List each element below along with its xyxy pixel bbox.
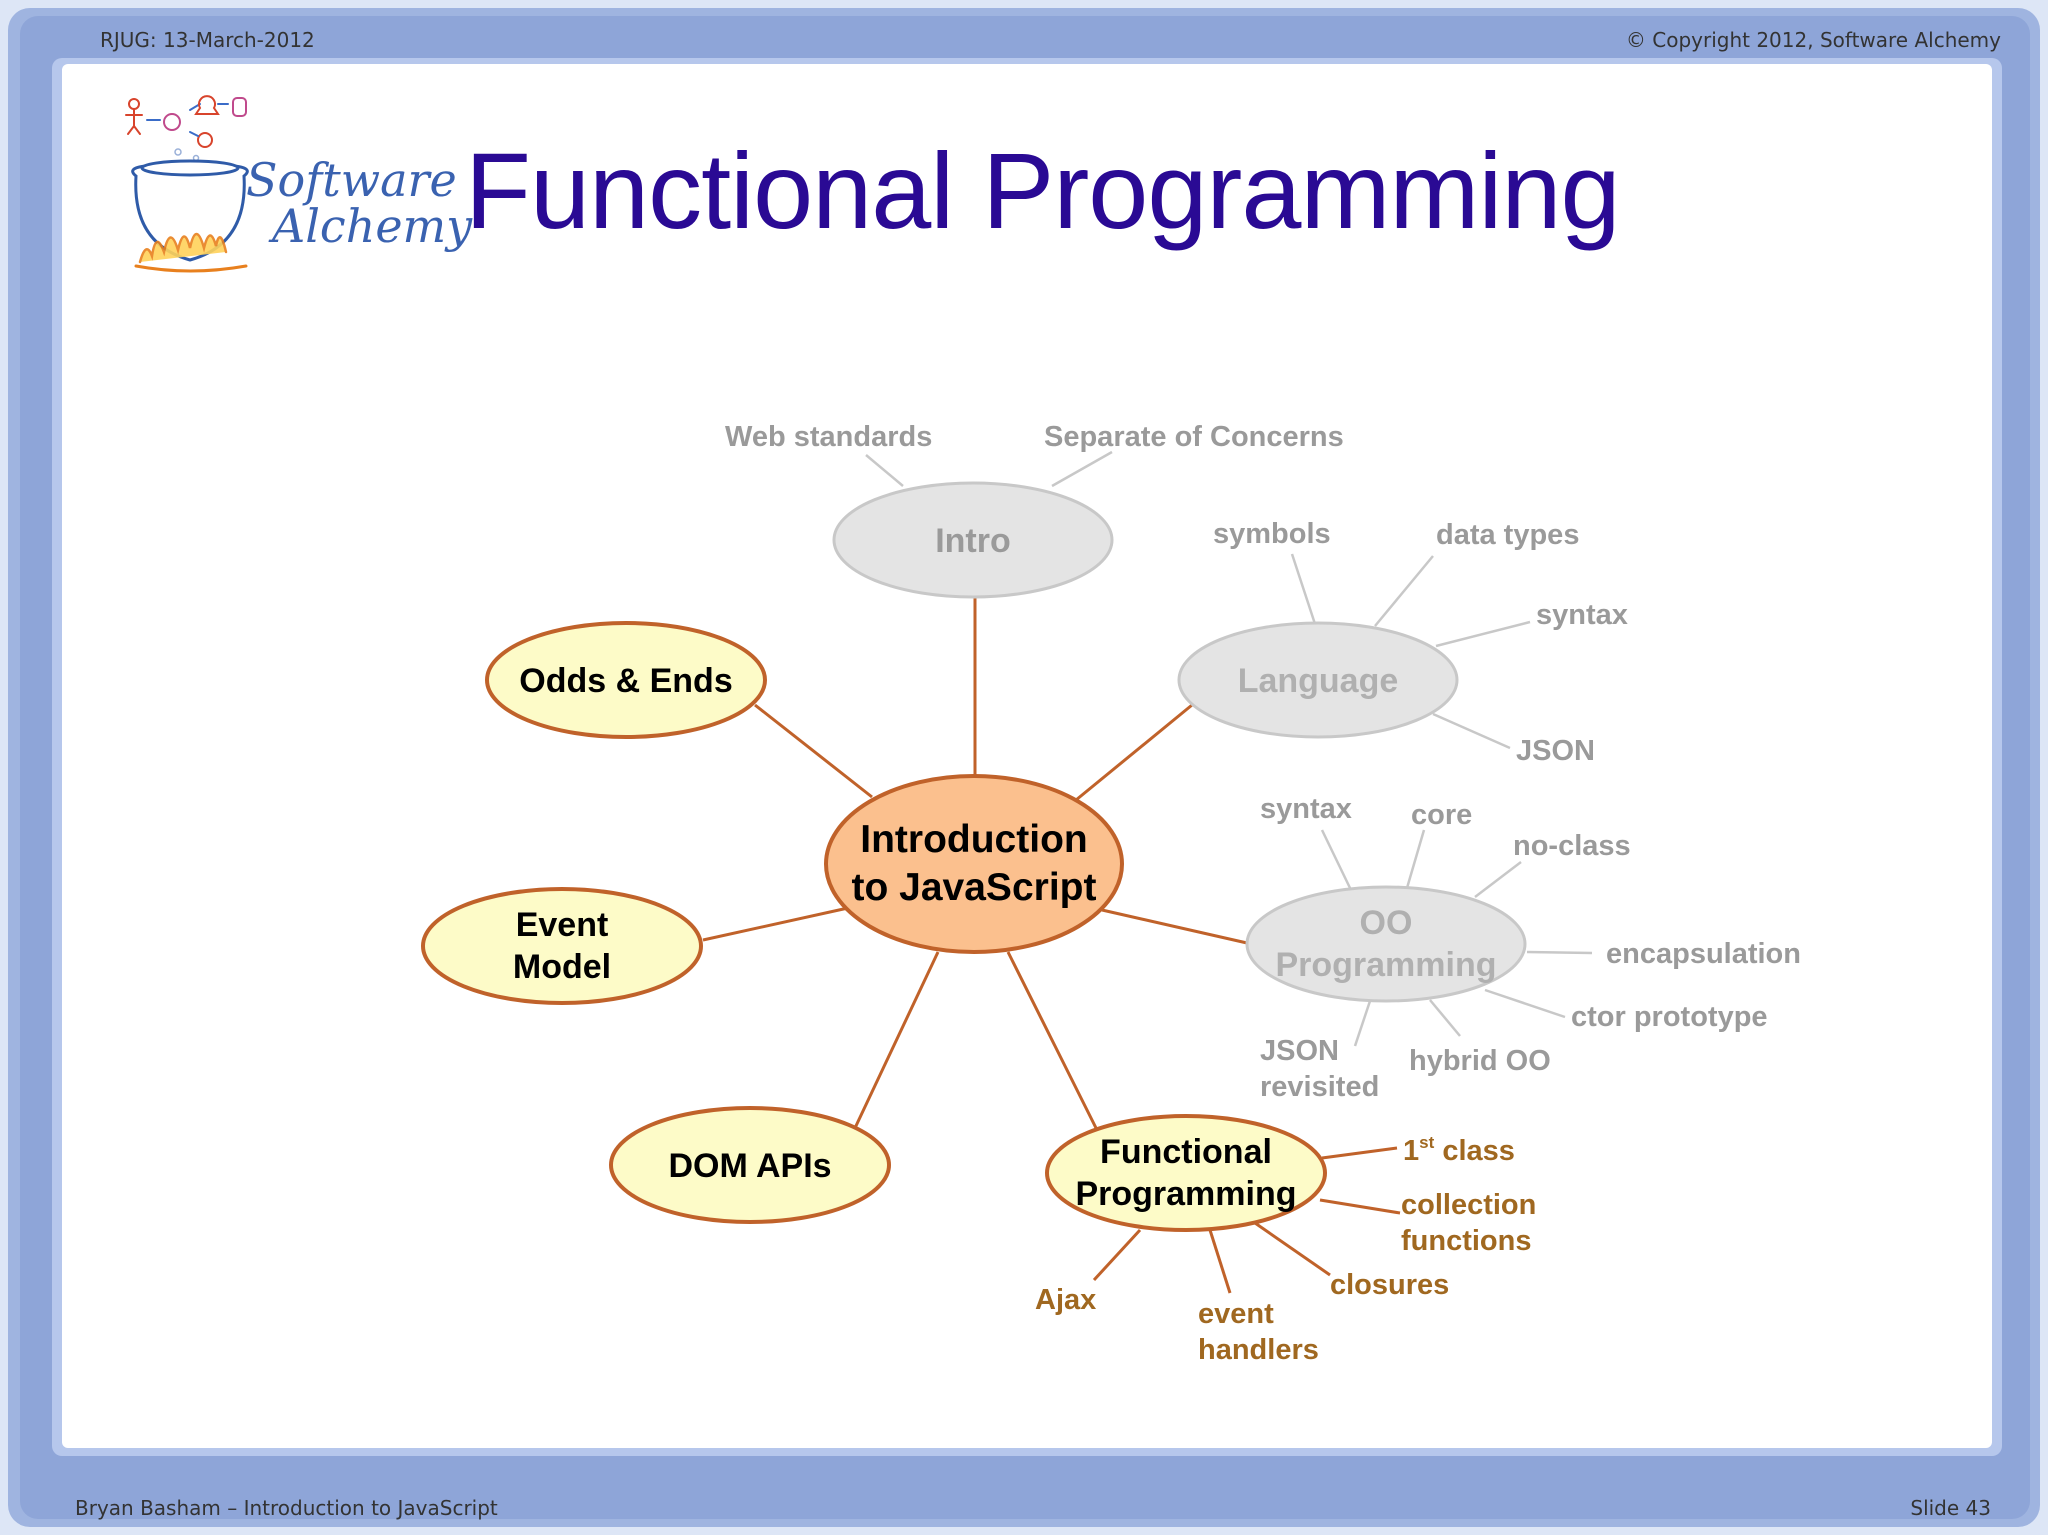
leaf-web-standards: Web standards (725, 421, 932, 453)
connector-functional (1006, 951, 1099, 1131)
node-dom-apis-label: DOM APIs (668, 1147, 831, 1185)
node-event-model-label-line1: Event (516, 906, 609, 944)
page-title: Functional Programming (465, 130, 1621, 251)
node-dom-apis (609, 1106, 891, 1224)
leaf-oo-ctor-prototype: ctor prototype (1571, 1001, 1768, 1033)
logo-alchemy-text: Alchemy (268, 199, 473, 253)
software-alchemy-logo: Software Alchemy (125, 95, 473, 273)
leaf-symbols: symbols (1213, 518, 1331, 550)
node-center-label-line1: Introduction (860, 818, 1087, 861)
footer-right: Slide 43 (1910, 1496, 1991, 1520)
leaf-first-class-rest: class (1434, 1135, 1515, 1167)
leaf-oo-encapsulation: encapsulation (1606, 938, 1801, 970)
leaf-event-line1: event (1198, 1298, 1274, 1330)
leaf-language-syntax: syntax (1536, 599, 1628, 631)
leaf-first-class-num: 1 (1403, 1135, 1419, 1167)
leaf-oo-hybrid: hybrid OO (1409, 1045, 1551, 1077)
node-odds-ends (485, 621, 767, 739)
node-oo-programming (1245, 885, 1527, 1003)
leaf-closures: closures (1330, 1269, 1449, 1301)
header-right: © Copyright 2012, Software Alchemy (1625, 28, 2001, 52)
node-oo-label-line2: Programming (1275, 946, 1496, 984)
node-language (1177, 621, 1459, 739)
leaf-language-json: JSON (1516, 735, 1595, 767)
leaf-event-line2: handlers (1198, 1334, 1319, 1366)
connectors (702, 450, 1593, 1294)
leaf-data-types: data types (1436, 519, 1579, 551)
cauldron-icon (125, 95, 249, 273)
leaf-ajax: Ajax (1035, 1284, 1096, 1316)
leaf-first-class: 1st class (1403, 1133, 1515, 1167)
leaf-oo-core: core (1411, 799, 1472, 831)
connector-odds (754, 703, 873, 799)
node-center (824, 774, 1124, 954)
leaf-collection-line1: collection (1401, 1189, 1536, 1221)
node-event-model-label-line2: Model (513, 948, 611, 986)
leaf-oo-no-class: no-class (1513, 830, 1631, 862)
connector-event (702, 906, 849, 942)
node-intro-label: Intro (935, 522, 1011, 560)
node-functional-label-line2: Programming (1075, 1175, 1296, 1213)
node-intro (832, 481, 1114, 599)
leaf-oo-json-line1: JSON (1260, 1035, 1339, 1067)
leaf-collection-line2: functions (1401, 1225, 1532, 1257)
node-event-model (421, 887, 703, 1005)
leaf-oo-syntax: syntax (1260, 793, 1352, 825)
node-odds-ends-label: Odds & Ends (519, 662, 732, 700)
connector-dom (853, 951, 940, 1129)
node-oo-label-line1: OO (1360, 904, 1413, 942)
header-left: RJUG: 13-March-2012 (100, 28, 315, 52)
connector-language (1075, 703, 1193, 802)
logo-software-text: Software (246, 153, 457, 207)
leaf-separate-of-concerns: Separate of Concerns (1044, 421, 1344, 453)
footer-left: Bryan Basham – Introduction to JavaScrip… (75, 1496, 498, 1520)
leaf-first-class-sup: st (1419, 1133, 1434, 1152)
node-functional-label-line1: Functional (1100, 1133, 1272, 1171)
node-center-label-line2: to JavaScript (852, 866, 1097, 909)
node-functional (1045, 1114, 1327, 1232)
connector-oo (1101, 908, 1248, 945)
leaf-oo-json-line2: revisited (1260, 1071, 1379, 1103)
node-language-label: Language (1238, 662, 1399, 700)
